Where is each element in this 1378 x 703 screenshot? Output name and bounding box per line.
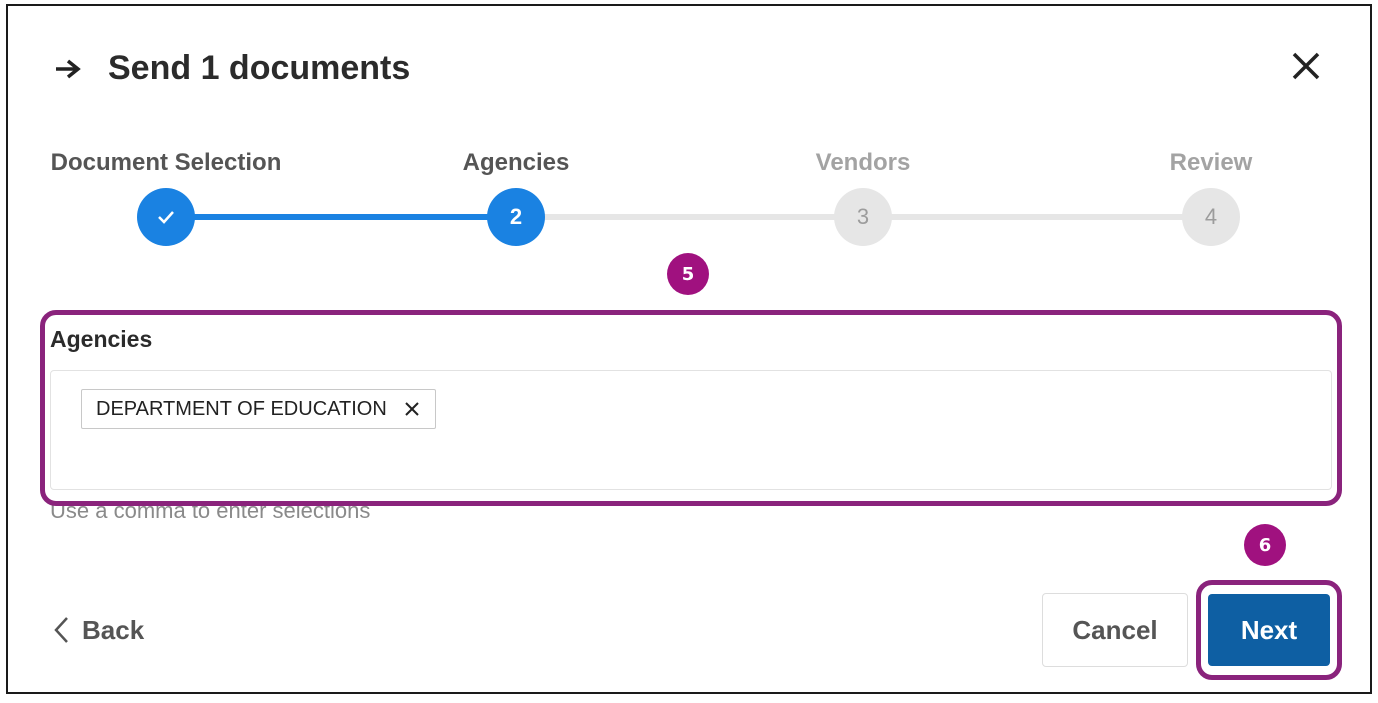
close-icon[interactable] — [403, 400, 421, 418]
arrow-right-icon — [56, 59, 81, 79]
send-documents-dialog: Send 1 documents Document Selection Agen… — [6, 4, 1372, 694]
step-3-pending: 3 — [834, 188, 892, 246]
next-button[interactable]: Next — [1208, 594, 1330, 666]
back-button[interactable]: Back — [52, 612, 144, 648]
cancel-button[interactable]: Cancel — [1042, 593, 1188, 667]
step-1-complete — [137, 188, 195, 246]
step-label-review: Review — [1169, 149, 1253, 176]
close-icon[interactable] — [1288, 48, 1324, 84]
annotation-marker-5: 5 — [667, 253, 709, 295]
agencies-helper-text: Use a comma to enter selections — [50, 498, 371, 523]
step-4-pending: 4 — [1182, 188, 1240, 246]
step-label-vendors: Vendors — [815, 149, 911, 176]
step-label-document-selection: Document Selection — [50, 149, 282, 176]
step-connector-done — [166, 214, 516, 220]
agency-chip-label: DEPARTMENT OF EDUCATION — [96, 397, 387, 420]
chevron-left-icon — [54, 617, 68, 643]
step-label-agencies: Agencies — [462, 149, 570, 176]
check-icon — [158, 211, 174, 224]
annotation-marker-6: 6 — [1244, 524, 1286, 566]
back-button-label: Back — [82, 615, 145, 645]
dialog-title: Send 1 documents — [108, 49, 411, 87]
agency-chip: DEPARTMENT OF EDUCATION — [81, 389, 436, 429]
agencies-label: Agencies — [50, 326, 153, 352]
step-2-current: 2 — [487, 188, 545, 246]
agencies-input[interactable]: DEPARTMENT OF EDUCATION — [50, 370, 1332, 490]
